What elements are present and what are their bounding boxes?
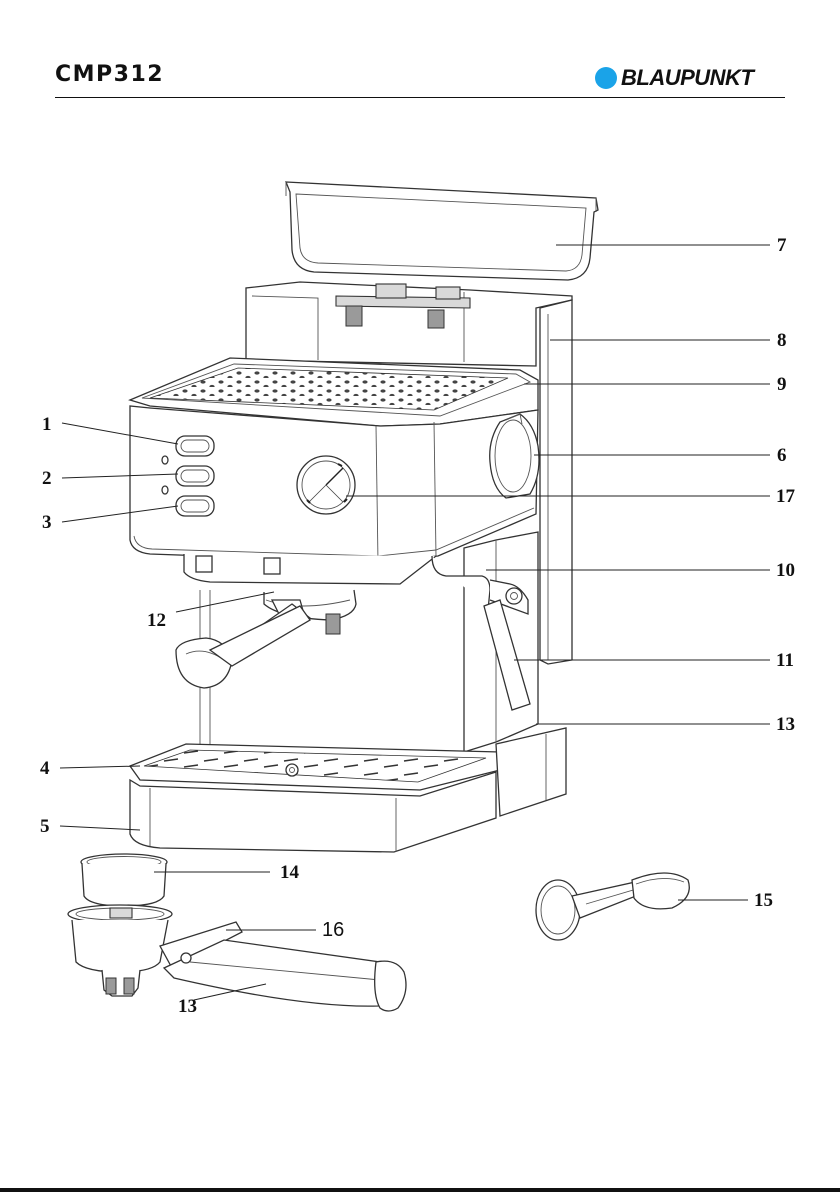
callout-5: 5 xyxy=(40,816,50,837)
measuring-spoon xyxy=(536,873,689,940)
callout-7: 7 xyxy=(777,235,787,256)
callout-8: 8 xyxy=(777,330,787,351)
callout-14: 14 xyxy=(280,862,300,883)
portafilter-installed xyxy=(176,590,356,688)
callout-15: 15 xyxy=(754,890,773,911)
callout-1: 1 xyxy=(42,414,52,435)
callout-13-column: 13 xyxy=(776,714,795,735)
footer-rule xyxy=(0,1188,840,1192)
callout-3: 3 xyxy=(42,512,52,533)
callout-13-portafilter: 13 xyxy=(178,996,197,1017)
callout-9: 9 xyxy=(777,374,787,395)
filter-basket xyxy=(81,854,167,906)
callout-2: 2 xyxy=(42,468,52,489)
portafilter-loose xyxy=(68,905,406,1011)
callout-6: 6 xyxy=(777,445,787,466)
callout-4: 4 xyxy=(40,758,50,779)
callout-16: 16 xyxy=(322,919,344,941)
callout-17: 17 xyxy=(776,486,796,507)
callout-12: 12 xyxy=(147,610,166,631)
callout-11: 11 xyxy=(776,650,794,671)
callout-10: 10 xyxy=(776,560,795,581)
drip-tray xyxy=(130,728,566,852)
water-tank-lid xyxy=(286,182,598,280)
machine-body xyxy=(130,358,539,562)
